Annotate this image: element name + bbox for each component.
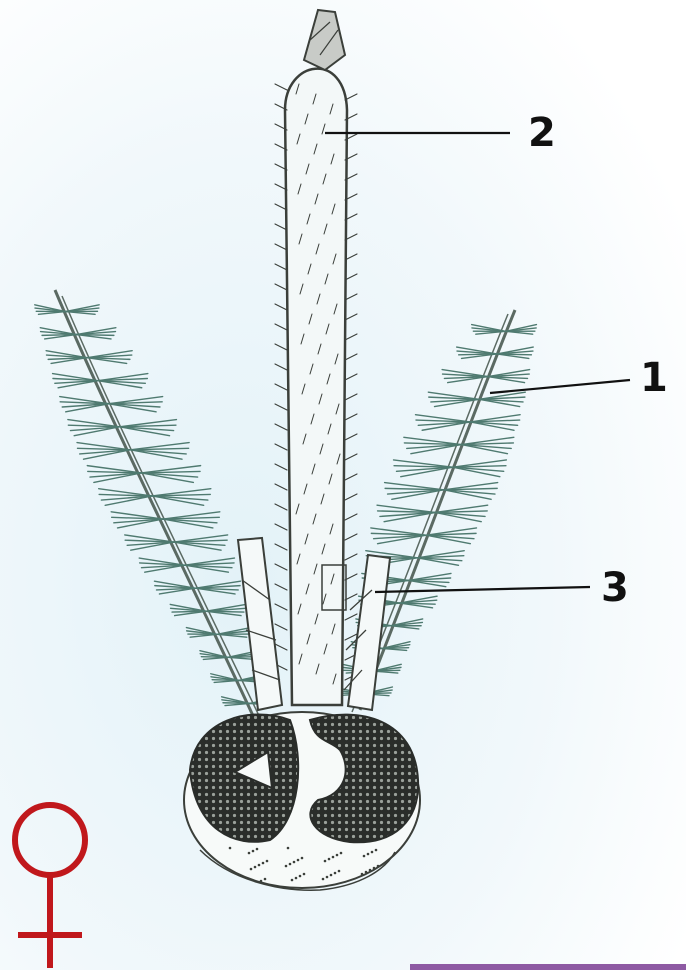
label-palp: 3 (601, 568, 629, 608)
label-proboscis: 2 (528, 113, 556, 153)
accent-bar (410, 964, 686, 970)
label-antenna: 1 (640, 358, 668, 398)
head-capsule (184, 712, 420, 890)
